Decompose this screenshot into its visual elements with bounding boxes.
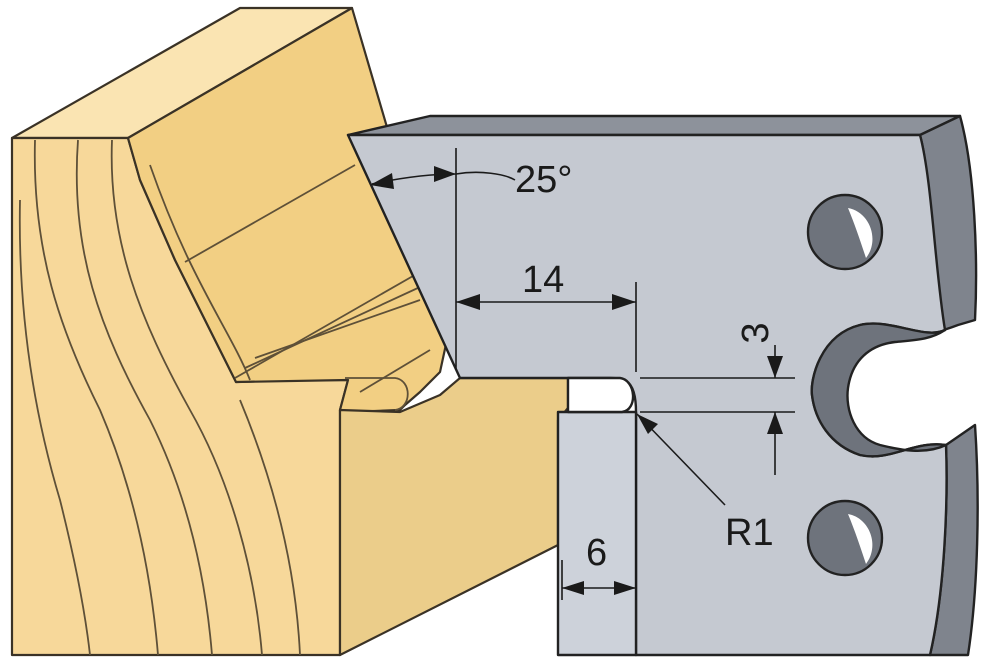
steel-knife [346, 114, 979, 657]
width-label: 14 [522, 259, 564, 301]
knife-notch [566, 376, 635, 414]
angle-label: 25° [515, 159, 572, 201]
knife-c-slot [810, 322, 948, 458]
dimension-arrows [370, 166, 783, 595]
knife-top-face [346, 114, 962, 137]
hole-highlights [848, 208, 873, 564]
depth-label: 3 [735, 322, 777, 343]
radius-label: R1 [725, 512, 774, 554]
wood-grain [18, 139, 431, 656]
tongue-width-label: 6 [586, 532, 607, 574]
wood-front-face [338, 376, 570, 657]
